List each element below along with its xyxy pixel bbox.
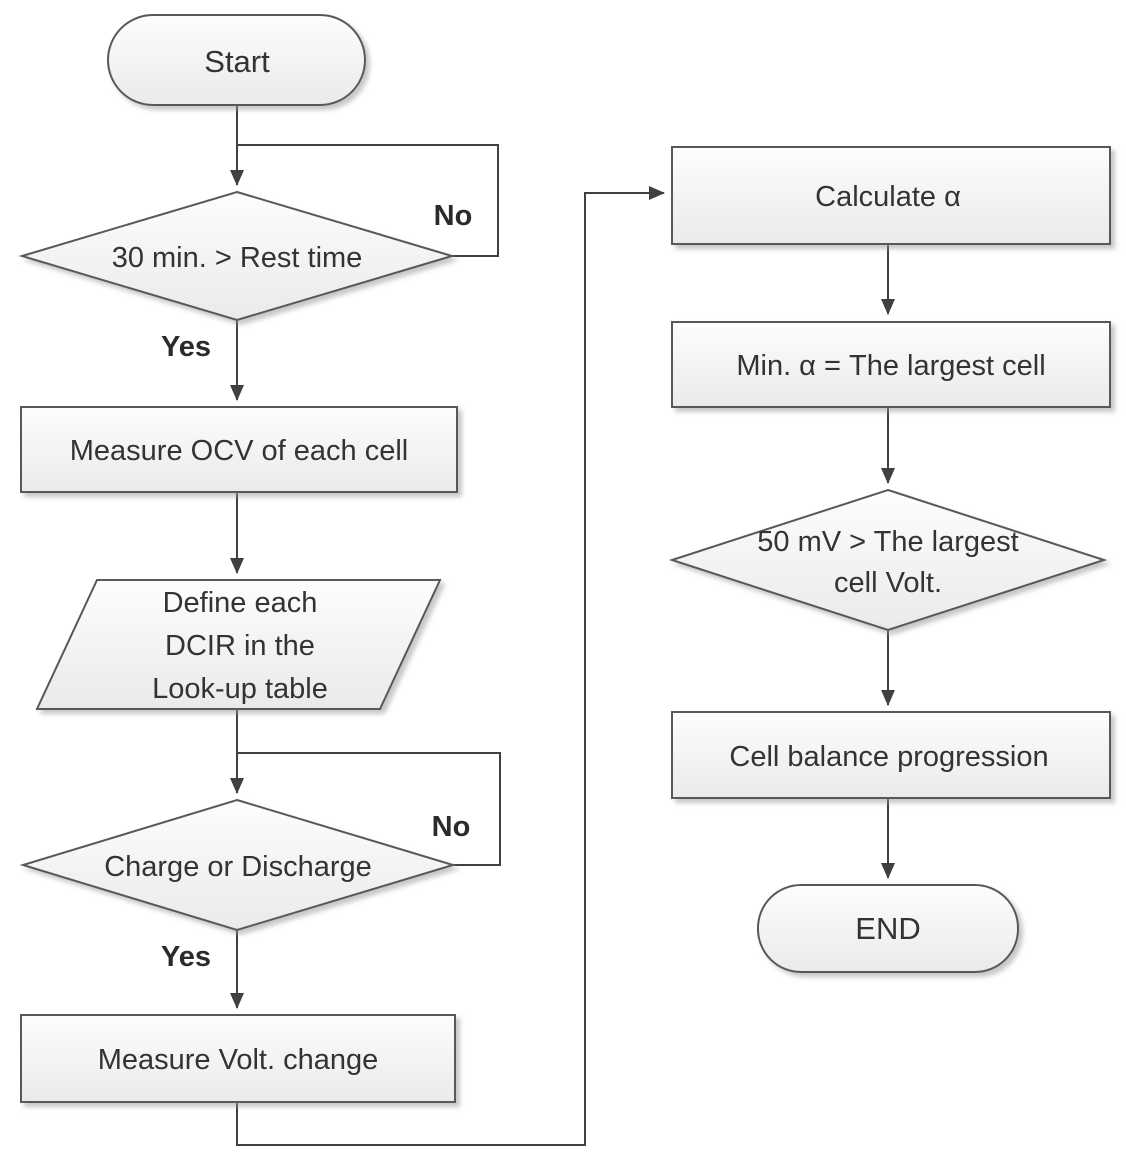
edge-charge-discharge-no-loop xyxy=(238,752,501,866)
end-node-label: END xyxy=(855,911,920,946)
rest-time-no-label: No xyxy=(434,200,473,232)
rest-time-decision xyxy=(18,190,456,322)
charge-discharge-yes-label: Yes xyxy=(161,941,211,973)
measure-volt-step-label: Measure Volt. change xyxy=(98,1044,379,1076)
measure-volt-step xyxy=(20,1014,456,1103)
nodes: Start 30 min. > Rest time No Yes Measure… xyxy=(18,14,1111,1103)
measure-ocv-step xyxy=(20,406,458,493)
largest-volt-decision-line-1: 50 mV > The largest xyxy=(757,526,1018,558)
dcir-lookup-line-1: Define each xyxy=(163,587,318,619)
measure-ocv-step-label: Measure OCV of each cell xyxy=(70,435,408,467)
cell-balance-step-label: Cell balance progression xyxy=(729,741,1048,773)
charge-discharge-decision-label: Charge or Discharge xyxy=(104,851,372,883)
charge-discharge-no-label: No xyxy=(432,811,471,843)
edge-rest-time-no-loop xyxy=(238,144,499,257)
end-node xyxy=(757,884,1019,973)
cell-balance-step xyxy=(671,711,1111,799)
dcir-lookup-line-2: DCIR in the xyxy=(165,630,315,662)
largest-volt-decision xyxy=(668,488,1108,632)
calculate-alpha-step xyxy=(671,146,1111,245)
start-node xyxy=(107,14,366,106)
min-alpha-step xyxy=(671,321,1111,408)
rest-time-decision-label: 30 min. > Rest time xyxy=(112,242,363,274)
edges xyxy=(230,105,895,1146)
calculate-alpha-step-label: Calculate α xyxy=(815,181,961,213)
charge-discharge-decision xyxy=(19,798,457,932)
largest-volt-decision-line-2: cell Volt. xyxy=(834,567,942,599)
dcir-lookup-line-3: Look-up table xyxy=(152,673,328,705)
min-alpha-step-label: Min. α = The largest cell xyxy=(736,350,1045,382)
dcir-lookup-io xyxy=(35,579,442,710)
rest-time-yes-label: Yes xyxy=(161,331,211,363)
start-node-label: Start xyxy=(204,44,270,79)
edge-measure-volt-to-calculate-alpha xyxy=(236,186,665,1146)
